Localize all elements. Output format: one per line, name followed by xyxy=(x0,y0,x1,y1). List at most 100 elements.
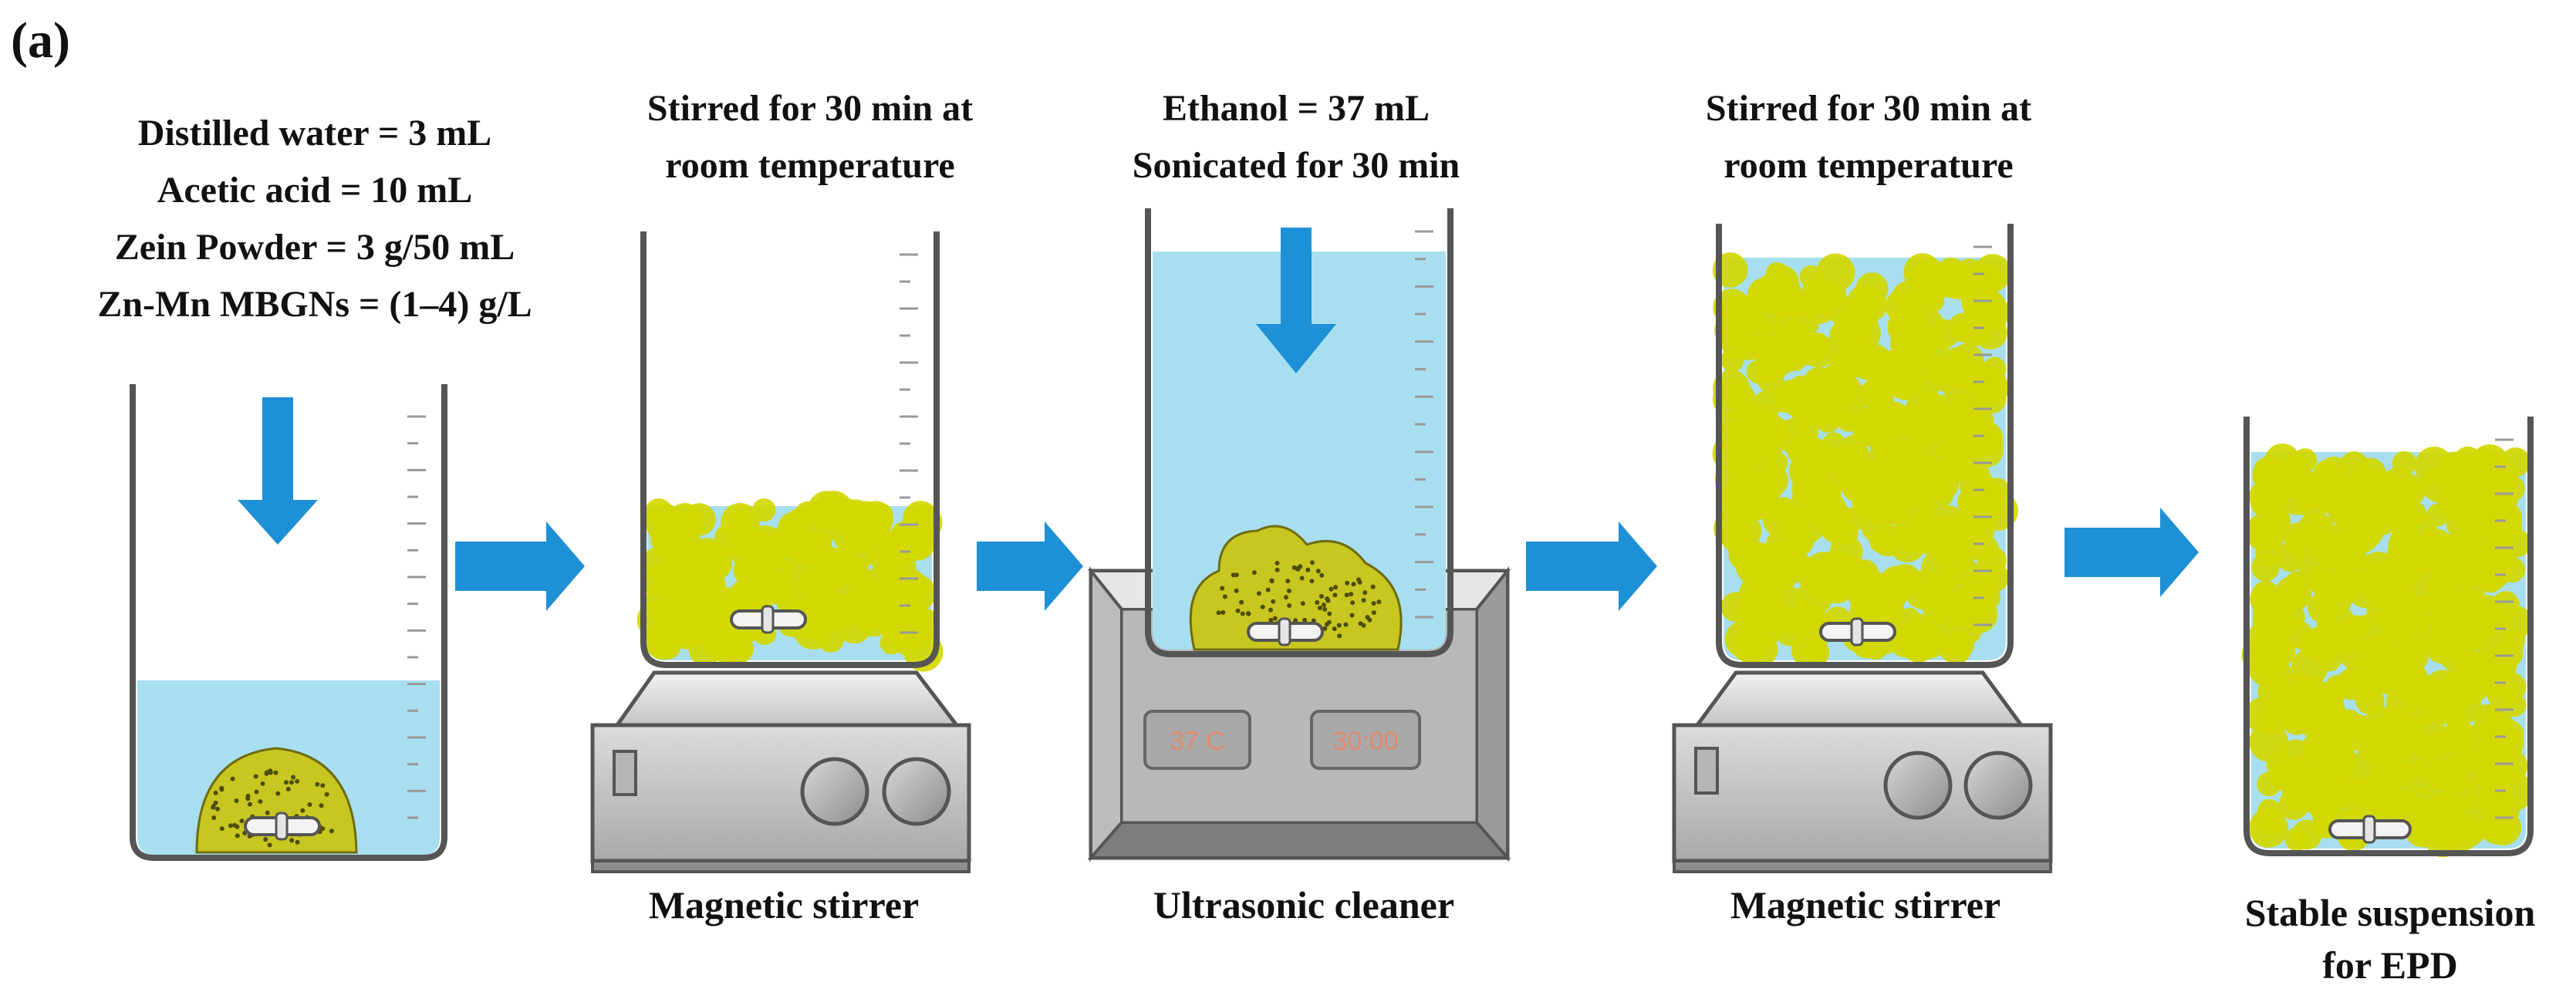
particle xyxy=(2443,541,2481,579)
particle xyxy=(2354,457,2387,491)
sediment-dot xyxy=(1274,567,1280,572)
particle xyxy=(2391,523,2419,552)
flow-arrow-icon xyxy=(1526,521,1657,611)
sediment-dot xyxy=(1300,601,1305,606)
particle xyxy=(1901,354,1925,378)
particle xyxy=(2425,822,2461,858)
sediment-dot xyxy=(1332,626,1337,632)
sediment-dot xyxy=(1287,603,1292,608)
sediment-dot xyxy=(1260,604,1265,609)
particle xyxy=(2253,484,2288,520)
note-acetic-acid: Acetic acid = 10 mL xyxy=(157,170,473,211)
beaker-4-graduations xyxy=(1973,245,1992,626)
sediment-dot xyxy=(1298,564,1303,569)
particle xyxy=(1923,424,1955,456)
sediment-dots xyxy=(1216,560,1382,639)
particle xyxy=(2330,742,2354,766)
step-2-notes: Stirred for 30 min at room temperature xyxy=(647,88,973,186)
particle xyxy=(2283,522,2314,553)
particle xyxy=(2264,444,2301,481)
particle xyxy=(2335,709,2362,736)
particle xyxy=(1964,601,1988,625)
beaker-5-graduations xyxy=(2495,438,2514,819)
particle xyxy=(1791,331,1825,366)
particle xyxy=(2355,685,2385,715)
beaker-icon xyxy=(636,231,944,672)
note-room-temperature: room temperature xyxy=(1724,145,2013,186)
particle xyxy=(2257,771,2281,797)
particle xyxy=(675,511,704,539)
pour-arrow-icon xyxy=(1256,228,1336,373)
particle xyxy=(1843,506,1868,532)
stir-bar-icon xyxy=(730,605,807,634)
particle xyxy=(1936,505,1963,533)
beaker-icon xyxy=(2241,417,2534,858)
sediment-dot xyxy=(1315,569,1321,574)
particle xyxy=(2355,722,2393,761)
sediment-dot xyxy=(320,826,326,832)
sediment-dot xyxy=(315,781,320,787)
sediment-dot xyxy=(211,805,216,810)
sediment-dot xyxy=(1216,610,1221,616)
particle xyxy=(2392,451,2417,476)
particle xyxy=(659,565,689,596)
sediment-dot xyxy=(258,799,263,804)
particle xyxy=(2257,808,2284,835)
stir-bar-icon xyxy=(1247,617,1324,646)
sediment-dot xyxy=(1257,591,1261,596)
sediment-dot xyxy=(1345,580,1350,586)
particle xyxy=(1797,610,1819,633)
sediment-dot xyxy=(1268,617,1274,623)
step-3-notes: Ethanol = 37 mL Sonicated for 30 min xyxy=(1133,88,1460,186)
sediment-dot xyxy=(1361,598,1366,603)
sediment-dot xyxy=(285,786,291,791)
flow-arrow-icon xyxy=(977,521,1083,611)
sediment-dot xyxy=(1321,602,1326,608)
particle xyxy=(1734,600,1773,640)
sediment-dot xyxy=(307,802,312,807)
particle xyxy=(2358,643,2398,681)
sediment-dot xyxy=(284,780,289,785)
sediment-dot xyxy=(248,802,252,807)
particle xyxy=(1760,279,1796,316)
final-label-line1: Stable suspension xyxy=(2245,891,2536,934)
particle xyxy=(1982,478,2011,507)
particle xyxy=(1837,409,1860,432)
particle xyxy=(1812,389,1840,417)
particle xyxy=(2314,460,2337,483)
particle xyxy=(1791,633,1826,667)
sediment-dot xyxy=(245,793,251,798)
particle xyxy=(2478,772,2512,805)
magnetic-stirrer-icon xyxy=(590,670,971,873)
particle xyxy=(733,555,765,586)
sediment-dot xyxy=(1319,594,1324,599)
sediment-dot xyxy=(1293,618,1298,623)
sediment-dot xyxy=(1268,607,1273,613)
particle xyxy=(752,498,776,522)
sediment-dot xyxy=(234,798,239,803)
sediment-dot xyxy=(239,818,245,824)
sediment-dot xyxy=(1285,579,1291,584)
sediment-dot xyxy=(1220,610,1226,615)
sediment-dot xyxy=(1344,592,1349,598)
suspended-particles xyxy=(1712,252,2018,668)
timer-readout: 30:00 xyxy=(1332,727,1398,756)
sediment-dot xyxy=(1310,560,1315,565)
stir-bar-icon xyxy=(1819,617,1896,646)
particle xyxy=(2491,712,2514,735)
sediment-dot xyxy=(1332,592,1338,598)
device-label-magnetic-stirrer-1: Magnetic stirrer xyxy=(649,883,919,926)
particle xyxy=(703,573,727,596)
particle xyxy=(648,629,675,656)
sediment-dot xyxy=(1317,606,1322,611)
particle xyxy=(1906,631,1937,661)
sediment-dot xyxy=(1376,599,1382,605)
sediment-dot xyxy=(1351,582,1356,587)
particle xyxy=(2380,553,2416,589)
particle xyxy=(834,552,858,575)
pour-arrow-icon xyxy=(238,397,318,545)
particle xyxy=(2370,755,2405,790)
note-zein-powder: Zein Powder = 3 g/50 mL xyxy=(115,227,515,268)
particle xyxy=(1795,479,1820,504)
particle xyxy=(898,574,936,612)
